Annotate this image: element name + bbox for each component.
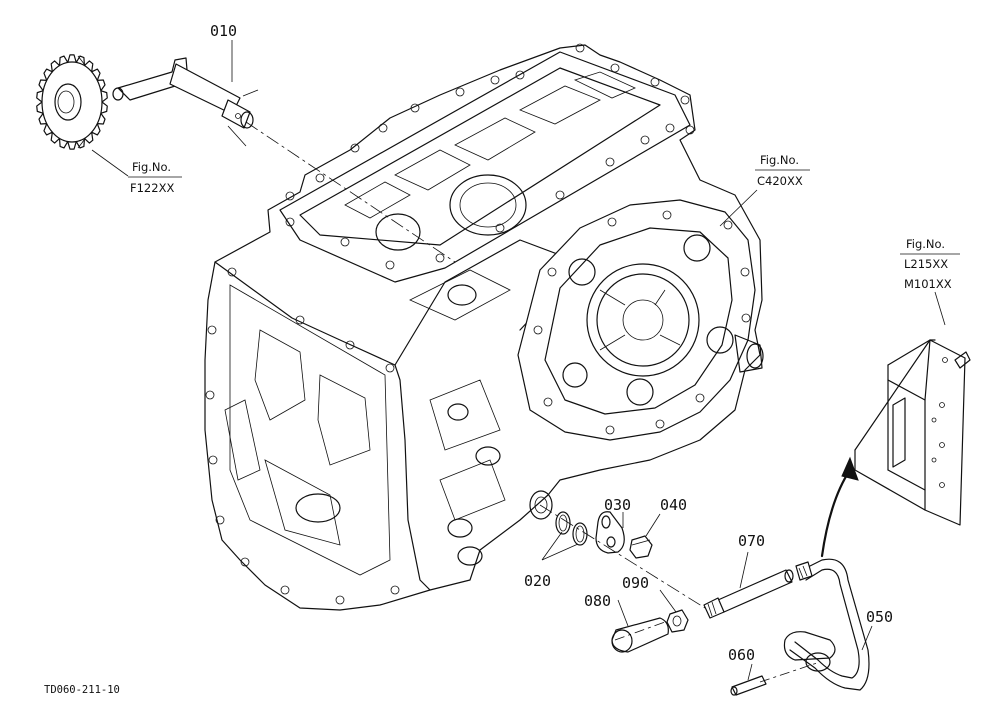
label-010: 010 [210, 22, 237, 40]
fig-ref-f122xx: Fig.No. F122XX [128, 160, 182, 195]
drawing-code: TD060-211-10 [44, 684, 120, 696]
knob-part-080 [611, 617, 669, 653]
leader-lines [91, 40, 946, 683]
bracket-assembly [854, 339, 971, 526]
fig-ref-c420xx: Fig.No. C420XX [755, 153, 810, 188]
label-020: 020 [524, 572, 551, 590]
label-030: 030 [604, 496, 631, 514]
lever-part-050 [783, 558, 870, 691]
shaft-part-010 [112, 57, 254, 129]
fig-ref-c420xx-line1: Fig.No. [760, 153, 799, 167]
pin-part-060 [730, 675, 767, 696]
label-060: 060 [728, 646, 755, 664]
fig-ref-l215xx: Fig.No. L215XX M101XX [900, 237, 960, 291]
label-070: 070 [738, 532, 765, 550]
fig-ref-l215xx-line2: L215XX [904, 257, 948, 271]
transmission-case [204, 43, 764, 611]
part-labels: 010 020 030 040 050 060 070 080 090 [210, 22, 893, 664]
fig-ref-c420xx-line2: C420XX [757, 174, 803, 188]
fig-refs: Fig.No. F122XX Fig.No. C420XX Fig.No. L2… [128, 153, 960, 291]
fig-ref-f122xx-line2: F122XX [130, 181, 174, 195]
plate-part-030 [595, 511, 625, 554]
o-rings-part-020 [555, 511, 588, 546]
gear-icon [36, 54, 108, 150]
rod-part-070 [703, 569, 794, 619]
fig-ref-l215xx-line1: Fig.No. [906, 237, 945, 251]
label-050: 050 [866, 608, 893, 626]
label-080: 080 [584, 592, 611, 610]
assembly-arrow [820, 456, 859, 558]
fig-ref-f122xx-line1: Fig.No. [132, 160, 171, 174]
bolt-part-040 [629, 535, 653, 559]
label-040: 040 [660, 496, 687, 514]
nut-part-090 [666, 609, 689, 633]
fig-ref-l215xx-line3: M101XX [904, 277, 952, 291]
label-090: 090 [622, 574, 649, 592]
